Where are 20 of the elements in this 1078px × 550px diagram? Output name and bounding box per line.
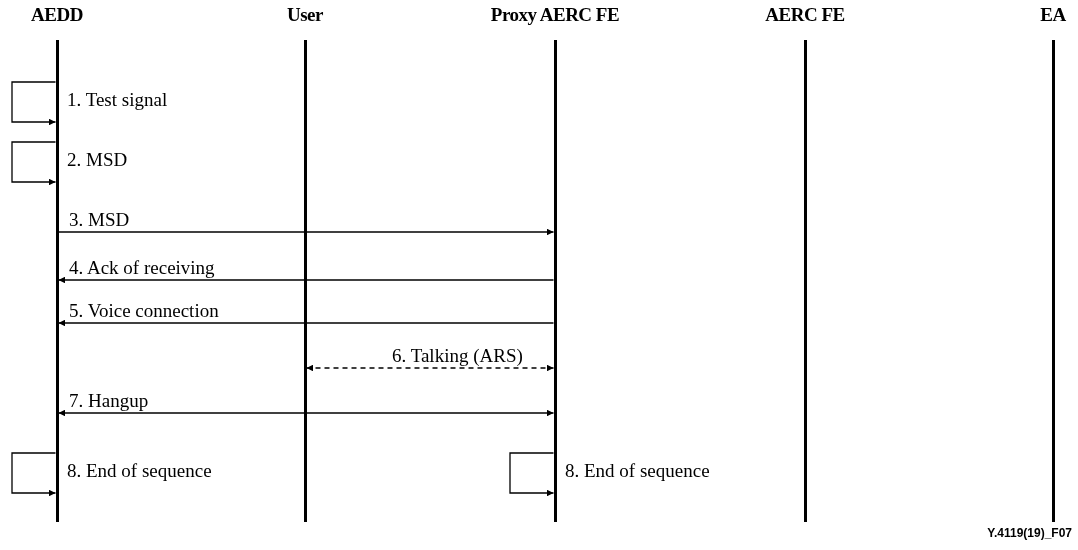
self-message-arrow bbox=[509, 452, 555, 497]
lifeline-header: User bbox=[286, 4, 324, 26]
message-arrow bbox=[57, 319, 555, 327]
message-arrow bbox=[57, 276, 555, 284]
message-arrow bbox=[305, 364, 555, 372]
self-message-arrow bbox=[11, 452, 57, 497]
self-message-arrow bbox=[11, 141, 57, 186]
edge-label: 7. Hangup bbox=[67, 391, 151, 411]
lifeline-header: AERC FE bbox=[764, 4, 846, 26]
message-arrow bbox=[57, 228, 555, 236]
edge-label: 8. End of sequence bbox=[563, 461, 712, 481]
lifeline-header: AEDD bbox=[30, 4, 84, 26]
edge-label: 6. Talking (ARS) bbox=[390, 346, 525, 366]
edge-label: 1. Test signal bbox=[65, 90, 170, 110]
message-arrow bbox=[57, 409, 555, 417]
edge-label: 4. Ack of receiving bbox=[67, 258, 217, 278]
lifeline-header: Proxy AERC FE bbox=[489, 4, 621, 26]
lifeline-header: EA bbox=[1039, 4, 1067, 26]
edge-label: 8. End of sequence bbox=[65, 461, 214, 481]
self-message-arrow bbox=[11, 81, 57, 126]
